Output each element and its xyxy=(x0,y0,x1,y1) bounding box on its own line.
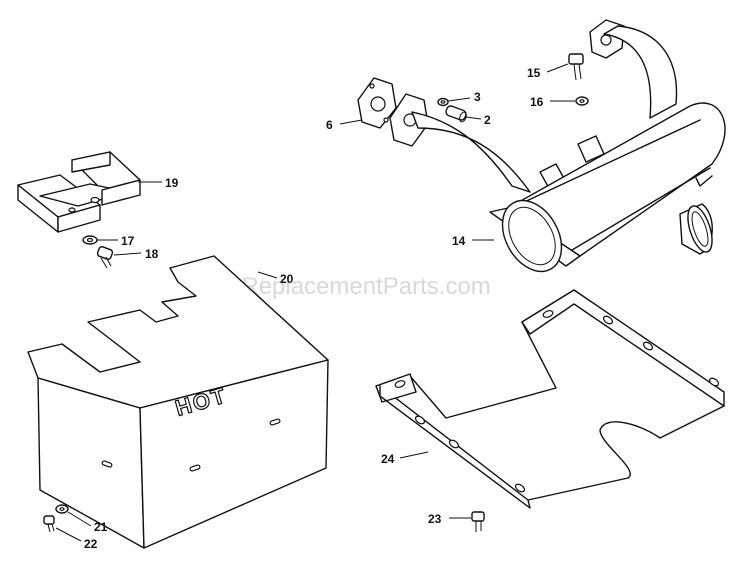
mounting-bracket-part xyxy=(17,151,141,233)
callout-15: 15 xyxy=(527,66,541,80)
callout-24: 24 xyxy=(381,452,395,466)
shield-washer-part xyxy=(55,504,69,514)
callout-labels: 2 3 6 14 15 16 17 18 19 20 21 22 23 24 xyxy=(84,66,544,551)
gasket-part xyxy=(357,77,397,129)
bolt-part xyxy=(96,246,114,269)
muffler-part xyxy=(389,19,726,273)
callout-3: 3 xyxy=(474,90,481,104)
callout-17: 17 xyxy=(121,234,135,248)
leader-lines xyxy=(55,63,575,542)
callout-19: 19 xyxy=(165,176,179,190)
mounting-plate-part xyxy=(375,289,725,509)
callout-6: 6 xyxy=(326,118,333,132)
plate-screw-part xyxy=(471,511,485,532)
stud-part xyxy=(445,105,467,123)
callout-18: 18 xyxy=(145,247,159,261)
watermark: eReplacementParts.com xyxy=(228,273,491,300)
callout-16: 16 xyxy=(530,95,544,109)
callout-22: 22 xyxy=(84,537,98,551)
muffler-bolt-part xyxy=(568,53,584,81)
heat-shield-part: HOT xyxy=(27,255,329,549)
stud-washer-part xyxy=(437,97,449,107)
callout-23: 23 xyxy=(428,512,442,526)
callout-2: 2 xyxy=(484,113,491,127)
callout-14: 14 xyxy=(452,234,466,248)
callout-21: 21 xyxy=(94,520,108,534)
washer-part xyxy=(82,235,98,245)
muffler-washer-part xyxy=(575,96,589,106)
shield-screw-part xyxy=(43,515,55,533)
callout-20: 20 xyxy=(280,272,294,286)
